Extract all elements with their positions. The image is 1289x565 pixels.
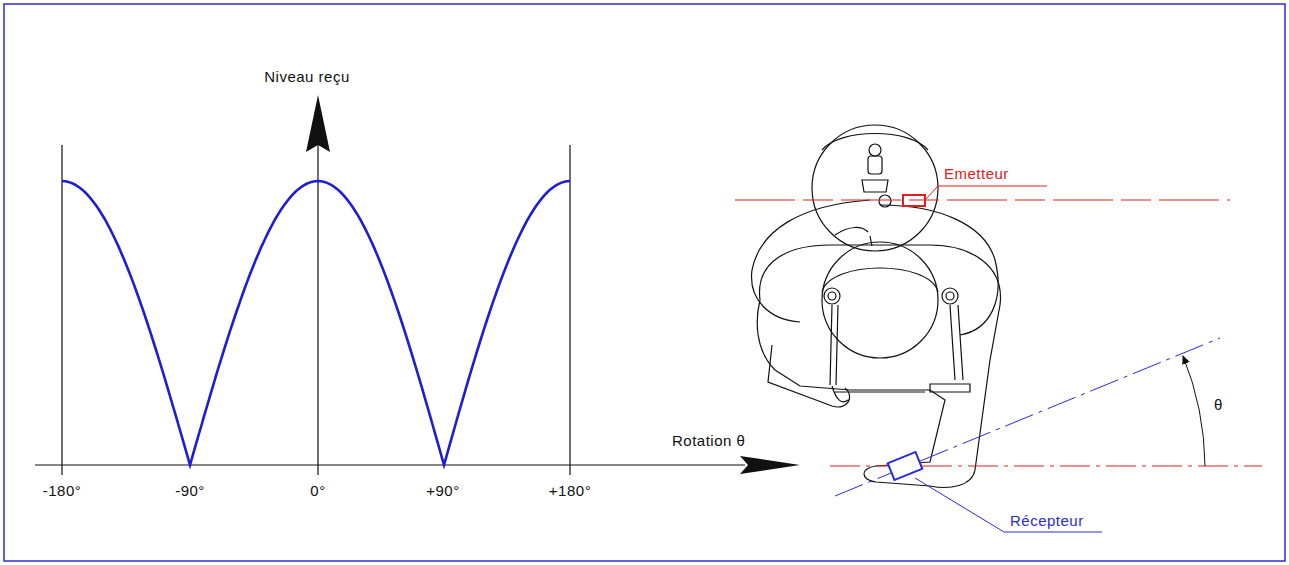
axis-title: Niveau reçu [264,68,350,86]
axis-arrow [740,456,800,474]
tick-label: -90° [175,482,205,500]
leader-line [915,478,1102,532]
part-label: Récepteur [1010,512,1084,530]
transmitter [903,195,925,206]
axes [35,140,745,475]
angle-label: θ [1214,396,1223,414]
response-curve [62,181,570,465]
axis-arrow [306,95,330,152]
tick-label: +180° [549,482,591,500]
receiver-axis [835,338,1220,496]
tick-label: +90° [426,482,459,500]
leader-line [925,186,1047,200]
angle-arc [1183,356,1205,466]
frame [4,4,1285,561]
transmitter-axis [735,200,1230,201]
tick-label: -180° [43,482,82,500]
receiver [888,452,923,480]
axis-title: Rotation θ [672,432,745,450]
part-label: Emetteur [944,165,1009,183]
tick-label: 0° [310,482,325,500]
